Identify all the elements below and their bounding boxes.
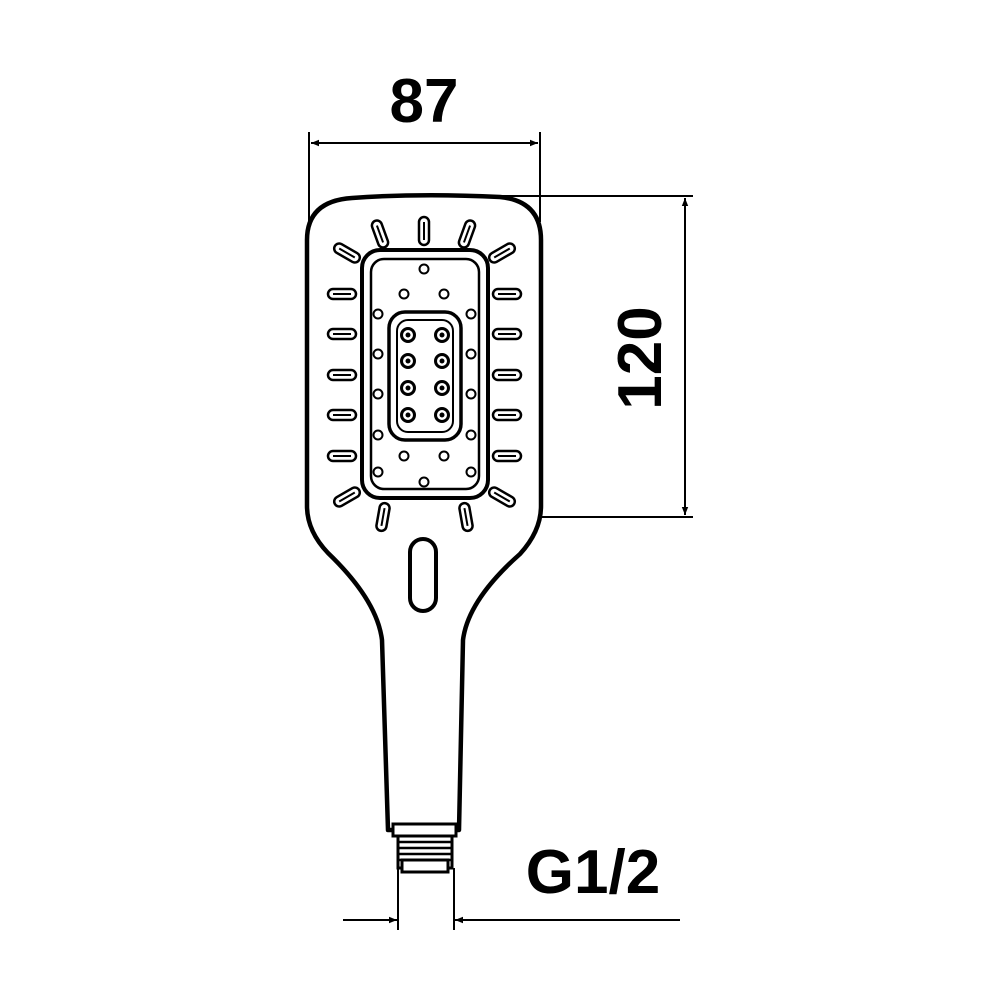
outer-spray-slot bbox=[457, 219, 477, 249]
outer-spray-slot bbox=[458, 501, 474, 533]
outer-spray-slot bbox=[332, 486, 362, 508]
slot-jet bbox=[493, 491, 511, 503]
outer-spray-slot bbox=[326, 449, 358, 463]
outer-spray-slot bbox=[487, 486, 517, 508]
thread-label: G1/2 bbox=[526, 838, 660, 907]
massage-jet-center bbox=[405, 358, 411, 364]
outer-spray-slot bbox=[491, 327, 523, 341]
middle-spray-jet bbox=[372, 388, 384, 400]
massage-jet-center bbox=[439, 412, 445, 418]
middle-spray-jet bbox=[438, 288, 450, 300]
slot-jet bbox=[463, 507, 469, 527]
middle-spray-jet bbox=[398, 450, 410, 462]
outer-spray-slot bbox=[326, 368, 358, 382]
slot-jet bbox=[493, 247, 511, 259]
outer-spray-slot bbox=[487, 242, 517, 264]
outer-spray-slot bbox=[491, 449, 523, 463]
outer-spray-slot bbox=[326, 287, 358, 301]
connector-collar bbox=[391, 822, 458, 838]
massage-panel-outer bbox=[387, 310, 463, 442]
slot-jet bbox=[338, 247, 356, 259]
middle-spray-jet bbox=[372, 466, 384, 478]
outer-spray-slot bbox=[491, 287, 523, 301]
outer-spray-slot bbox=[326, 327, 358, 341]
middle-spray-jet bbox=[465, 388, 477, 400]
middle-spray-jet bbox=[465, 348, 477, 360]
middle-spray-jet bbox=[465, 429, 477, 441]
slot-jet bbox=[462, 225, 472, 243]
middle-spray-zone-outer bbox=[360, 248, 490, 500]
outer-spray-slot bbox=[332, 242, 362, 264]
middle-spray-jet bbox=[372, 348, 384, 360]
massage-jet-center bbox=[439, 332, 445, 338]
mode-switch-slot bbox=[408, 537, 438, 613]
outer-spray-slot bbox=[370, 219, 390, 249]
massage-panel-inner bbox=[396, 319, 454, 433]
outer-spray-slot bbox=[326, 408, 358, 422]
middle-spray-jet bbox=[438, 450, 450, 462]
height-label: 120 bbox=[606, 306, 675, 409]
massage-jet-center bbox=[405, 385, 411, 391]
slot-jet bbox=[375, 225, 385, 243]
massage-jet-center bbox=[405, 332, 411, 338]
middle-spray-jet bbox=[465, 466, 477, 478]
spray-nozzles bbox=[326, 215, 523, 533]
massage-jet-center bbox=[405, 412, 411, 418]
width-label: 87 bbox=[390, 67, 459, 136]
outer-spray-slot bbox=[491, 368, 523, 382]
thread-connector bbox=[391, 822, 458, 874]
slot-jet bbox=[338, 491, 356, 503]
massage-jet-center bbox=[439, 358, 445, 364]
massage-jet-center bbox=[439, 385, 445, 391]
connector-tip bbox=[400, 858, 450, 874]
middle-spray-zone-inner bbox=[369, 257, 481, 491]
shower-head-outline bbox=[304, 192, 544, 833]
middle-spray-jet bbox=[398, 288, 410, 300]
middle-spray-jet bbox=[418, 263, 430, 275]
slot-jet bbox=[380, 507, 386, 527]
middle-spray-jet bbox=[418, 476, 430, 488]
thread-dimension bbox=[343, 868, 680, 930]
outer-spray-slot bbox=[375, 501, 391, 533]
outer-spray-slot bbox=[491, 408, 523, 422]
outer-spray-slot bbox=[417, 215, 431, 247]
middle-spray-jet bbox=[372, 429, 384, 441]
middle-spray-jet bbox=[372, 308, 384, 320]
middle-spray-jet bbox=[465, 308, 477, 320]
